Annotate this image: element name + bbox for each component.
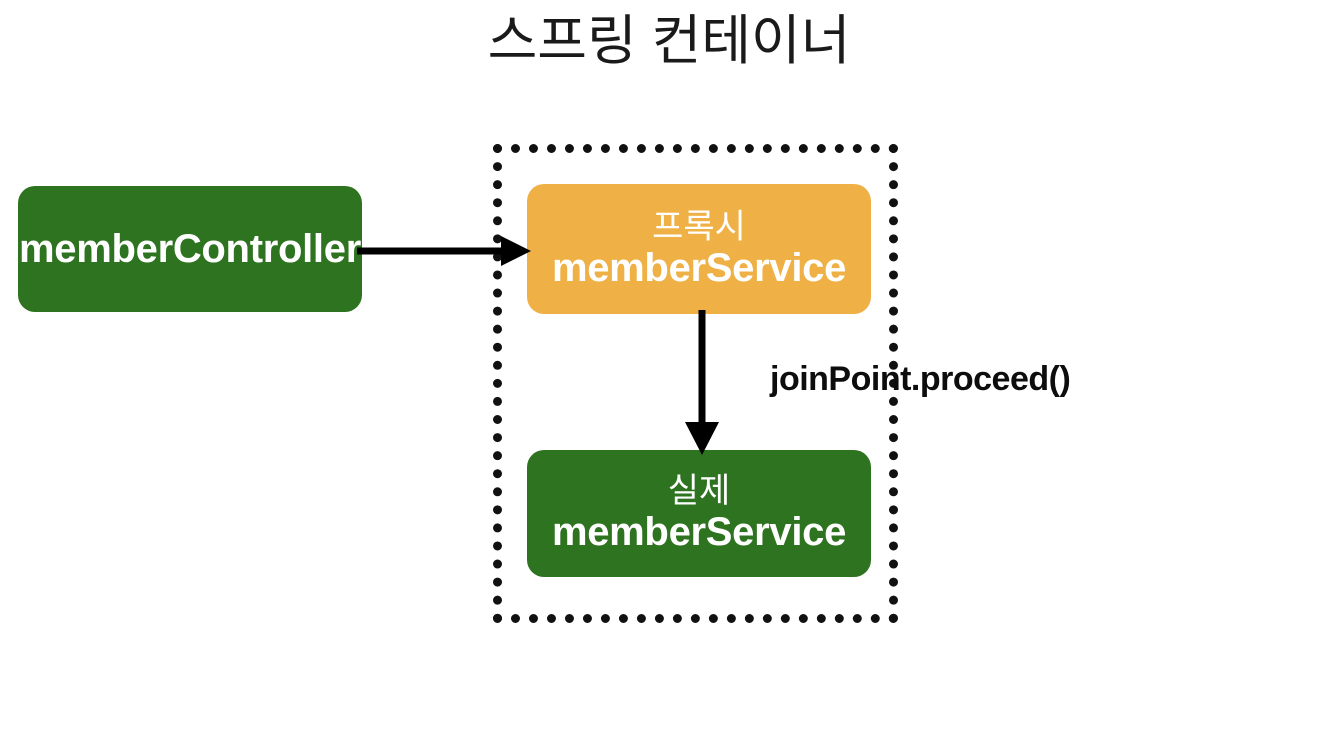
node-member-controller-label: memberController — [19, 226, 361, 271]
node-real-member-service-label: memberService — [551, 510, 847, 555]
node-proxy-member-service-korean-label: 프록시 — [652, 207, 746, 246]
node-member-controller[interactable]: memberController — [18, 186, 362, 312]
node-real-member-service-korean-label: 실제 — [667, 472, 731, 511]
page-title: 스프링 컨테이너 — [487, 11, 851, 71]
node-proxy-member-service[interactable]: 프록시 memberService — [527, 184, 871, 314]
node-real-member-service[interactable]: 실제 memberService — [527, 450, 871, 577]
node-proxy-member-service-label: memberService — [551, 245, 847, 290]
joinpoint-proceed-label: joinPoint.proceed() — [770, 360, 1071, 398]
spring-container-boundary — [493, 144, 898, 623]
